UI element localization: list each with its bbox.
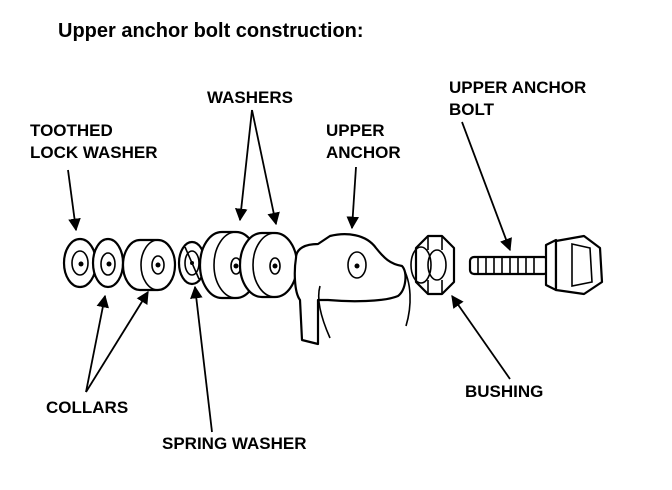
washer-right [238,231,299,299]
label-collars: COLLARS [46,398,128,417]
label-washers: WASHERS [207,88,293,107]
toothed-lock-washer [62,237,98,289]
leader-washer-left [234,109,253,222]
leader-collar-left [85,294,109,393]
label-spring-washer: SPRING WASHER [162,434,307,453]
label-toothed-lock-washer-line2: LOCK WASHER [30,143,158,162]
diagram-title: Upper anchor bolt construction: [58,20,364,42]
leader-lines [67,109,512,433]
label-upper-anchor-line2: ANCHOR [326,143,401,162]
spring-washer [177,240,207,286]
leader-upper-anchor-bolt [461,121,512,252]
leader-bushing [451,294,511,380]
label-upper-anchor-bolt-line1: UPPER ANCHOR [449,78,586,97]
leader-toothed-lock-washer [67,169,81,232]
collar-right [121,238,177,292]
leader-spring-washer [190,285,213,433]
label-toothed-lock-washer-line1: TOOTHED [30,121,113,140]
upper-anchor [293,233,411,346]
label-bushing: BUSHING [465,382,543,401]
leader-collar-right [85,290,149,393]
leader-upper-anchor [346,166,360,230]
collar-left [91,237,125,289]
leader-washer-right [251,109,280,226]
label-upper-anchor-bolt-line2: BOLT [449,100,495,119]
bushing [410,234,456,296]
label-upper-anchor-line1: UPPER [326,121,385,140]
upper-anchor-bolt [468,234,604,296]
